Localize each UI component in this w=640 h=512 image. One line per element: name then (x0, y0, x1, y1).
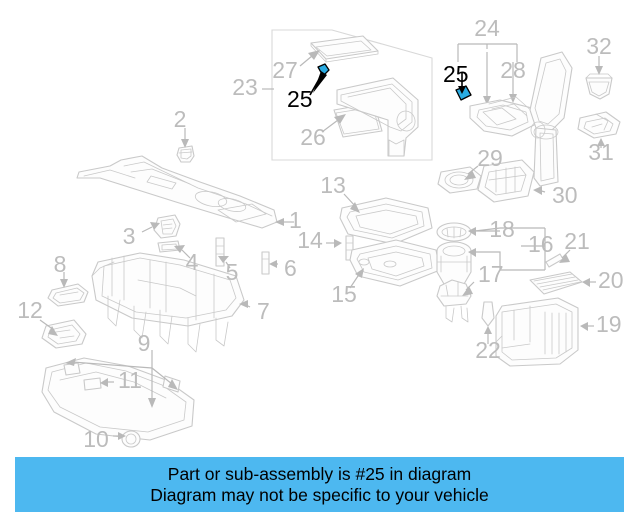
callout-leader-21 (559, 249, 571, 263)
part-shape-19 (495, 297, 579, 367)
callout-label-8: 8 (54, 251, 67, 277)
callout-label-31: 31 (588, 139, 614, 165)
callout-label-29: 29 (477, 145, 503, 171)
part-shape-28 (469, 96, 537, 137)
callout-leader-16 (468, 227, 546, 271)
callout-label-1: 1 (289, 207, 302, 233)
callout-label-30: 30 (552, 182, 578, 208)
callout-label-27: 27 (272, 57, 298, 83)
callout-leader-32 (595, 56, 603, 75)
callout-label-24: 24 (474, 15, 500, 41)
callout-leader-10 (113, 432, 126, 440)
callout-leader-11 (100, 378, 114, 387)
part-shape-32 (585, 73, 613, 100)
callout-leader-27 (299, 50, 320, 67)
info-banner: Part or sub-assembly is #25 in diagram D… (15, 457, 624, 512)
part-shape-6 (261, 251, 270, 275)
callout-label-10: 10 (83, 426, 109, 452)
group-box-23 (271, 29, 433, 161)
part-shape-27 (310, 35, 379, 63)
part-shape-shifter-surround (529, 51, 573, 187)
callout-leader-12 (39, 319, 58, 336)
callout-leader-2 (181, 128, 189, 148)
part-shape-31 (577, 111, 621, 139)
callout-leader-14 (326, 239, 342, 248)
callout-label-13: 13 (320, 172, 346, 198)
callout-leader-1 (275, 218, 294, 226)
callout-label-19: 19 (596, 311, 622, 337)
part-shape-13 (339, 197, 433, 245)
highlighted-part-25-left (309, 63, 330, 96)
part-shape-20 (529, 271, 583, 295)
callout-leader-4 (174, 245, 191, 259)
callout-label-23: 23 (232, 74, 258, 100)
callout-leader-5 (218, 256, 231, 269)
callout-leader-19 (580, 322, 594, 331)
callout-label-32: 32 (586, 33, 612, 59)
callout-label-5: 5 (226, 259, 239, 285)
callout-leader-29 (464, 165, 479, 180)
callout-leader-7 (239, 300, 251, 308)
callout-label-25-right: 25 (443, 61, 469, 87)
part-shape-18 (436, 222, 472, 242)
callout-leader-17 (462, 281, 475, 296)
part-shape-30 (477, 159, 535, 203)
callout-leader-13 (343, 193, 360, 213)
callout-leader-31 (597, 138, 605, 148)
exploded-parts-diagram: 1 2 3 4 5 6 7 8 9 10 11 12 13 14 15 16 1… (17, 15, 624, 452)
callout-label-28: 28 (500, 57, 526, 83)
callout-label-3: 3 (123, 223, 136, 249)
part-shape-2 (176, 145, 195, 163)
part-shape-12 (41, 319, 87, 349)
callout-leader-20 (582, 278, 596, 287)
bracket-24 (457, 43, 518, 105)
callout-label-2: 2 (174, 106, 187, 132)
part-shape-29 (437, 166, 482, 194)
callout-leader-8 (60, 272, 68, 288)
part-shape-7-frame (91, 252, 245, 353)
part-shape-23 (336, 77, 419, 157)
callout-leader-3 (141, 222, 160, 233)
banner-line-2: Diagram may not be specific to your vehi… (150, 484, 489, 505)
callout-leader-26 (321, 114, 346, 133)
callout-label-12: 12 (17, 297, 43, 323)
callout-label-20: 20 (598, 267, 624, 293)
callout-label-4: 4 (186, 249, 199, 275)
callout-label-18: 18 (489, 216, 515, 242)
part-shape-8 (47, 283, 89, 307)
callout-label-21: 21 (564, 228, 590, 254)
banner-line-1: Part or sub-assembly is #25 in diagram (167, 463, 472, 484)
callout-label-11: 11 (118, 367, 142, 393)
callout-label-25-left: 25 (287, 86, 313, 112)
callout-leader-15 (349, 268, 364, 289)
callout-label-26: 26 (300, 124, 326, 150)
highlighted-part-25-right (455, 73, 472, 101)
part-shape-3 (153, 214, 181, 239)
part-shape-22 (481, 301, 495, 327)
callout-leader-9 (65, 350, 178, 408)
callout-leader-30 (533, 186, 546, 195)
callout-label-17: 17 (478, 261, 504, 287)
callout-leader-6 (269, 260, 278, 268)
part-shape-15 (349, 239, 441, 287)
callout-label-15: 15 (331, 281, 357, 307)
part-shape-17 (436, 279, 472, 323)
callout-leader-22 (484, 326, 492, 344)
callout-label-9: 9 (138, 330, 151, 356)
callout-label-22: 22 (475, 337, 501, 363)
callout-label-6: 6 (284, 255, 297, 281)
callout-label-7: 7 (257, 298, 270, 324)
callout-label-14: 14 (297, 227, 323, 253)
callout-label-16: 16 (528, 231, 554, 257)
part-shape-1 (76, 155, 278, 229)
